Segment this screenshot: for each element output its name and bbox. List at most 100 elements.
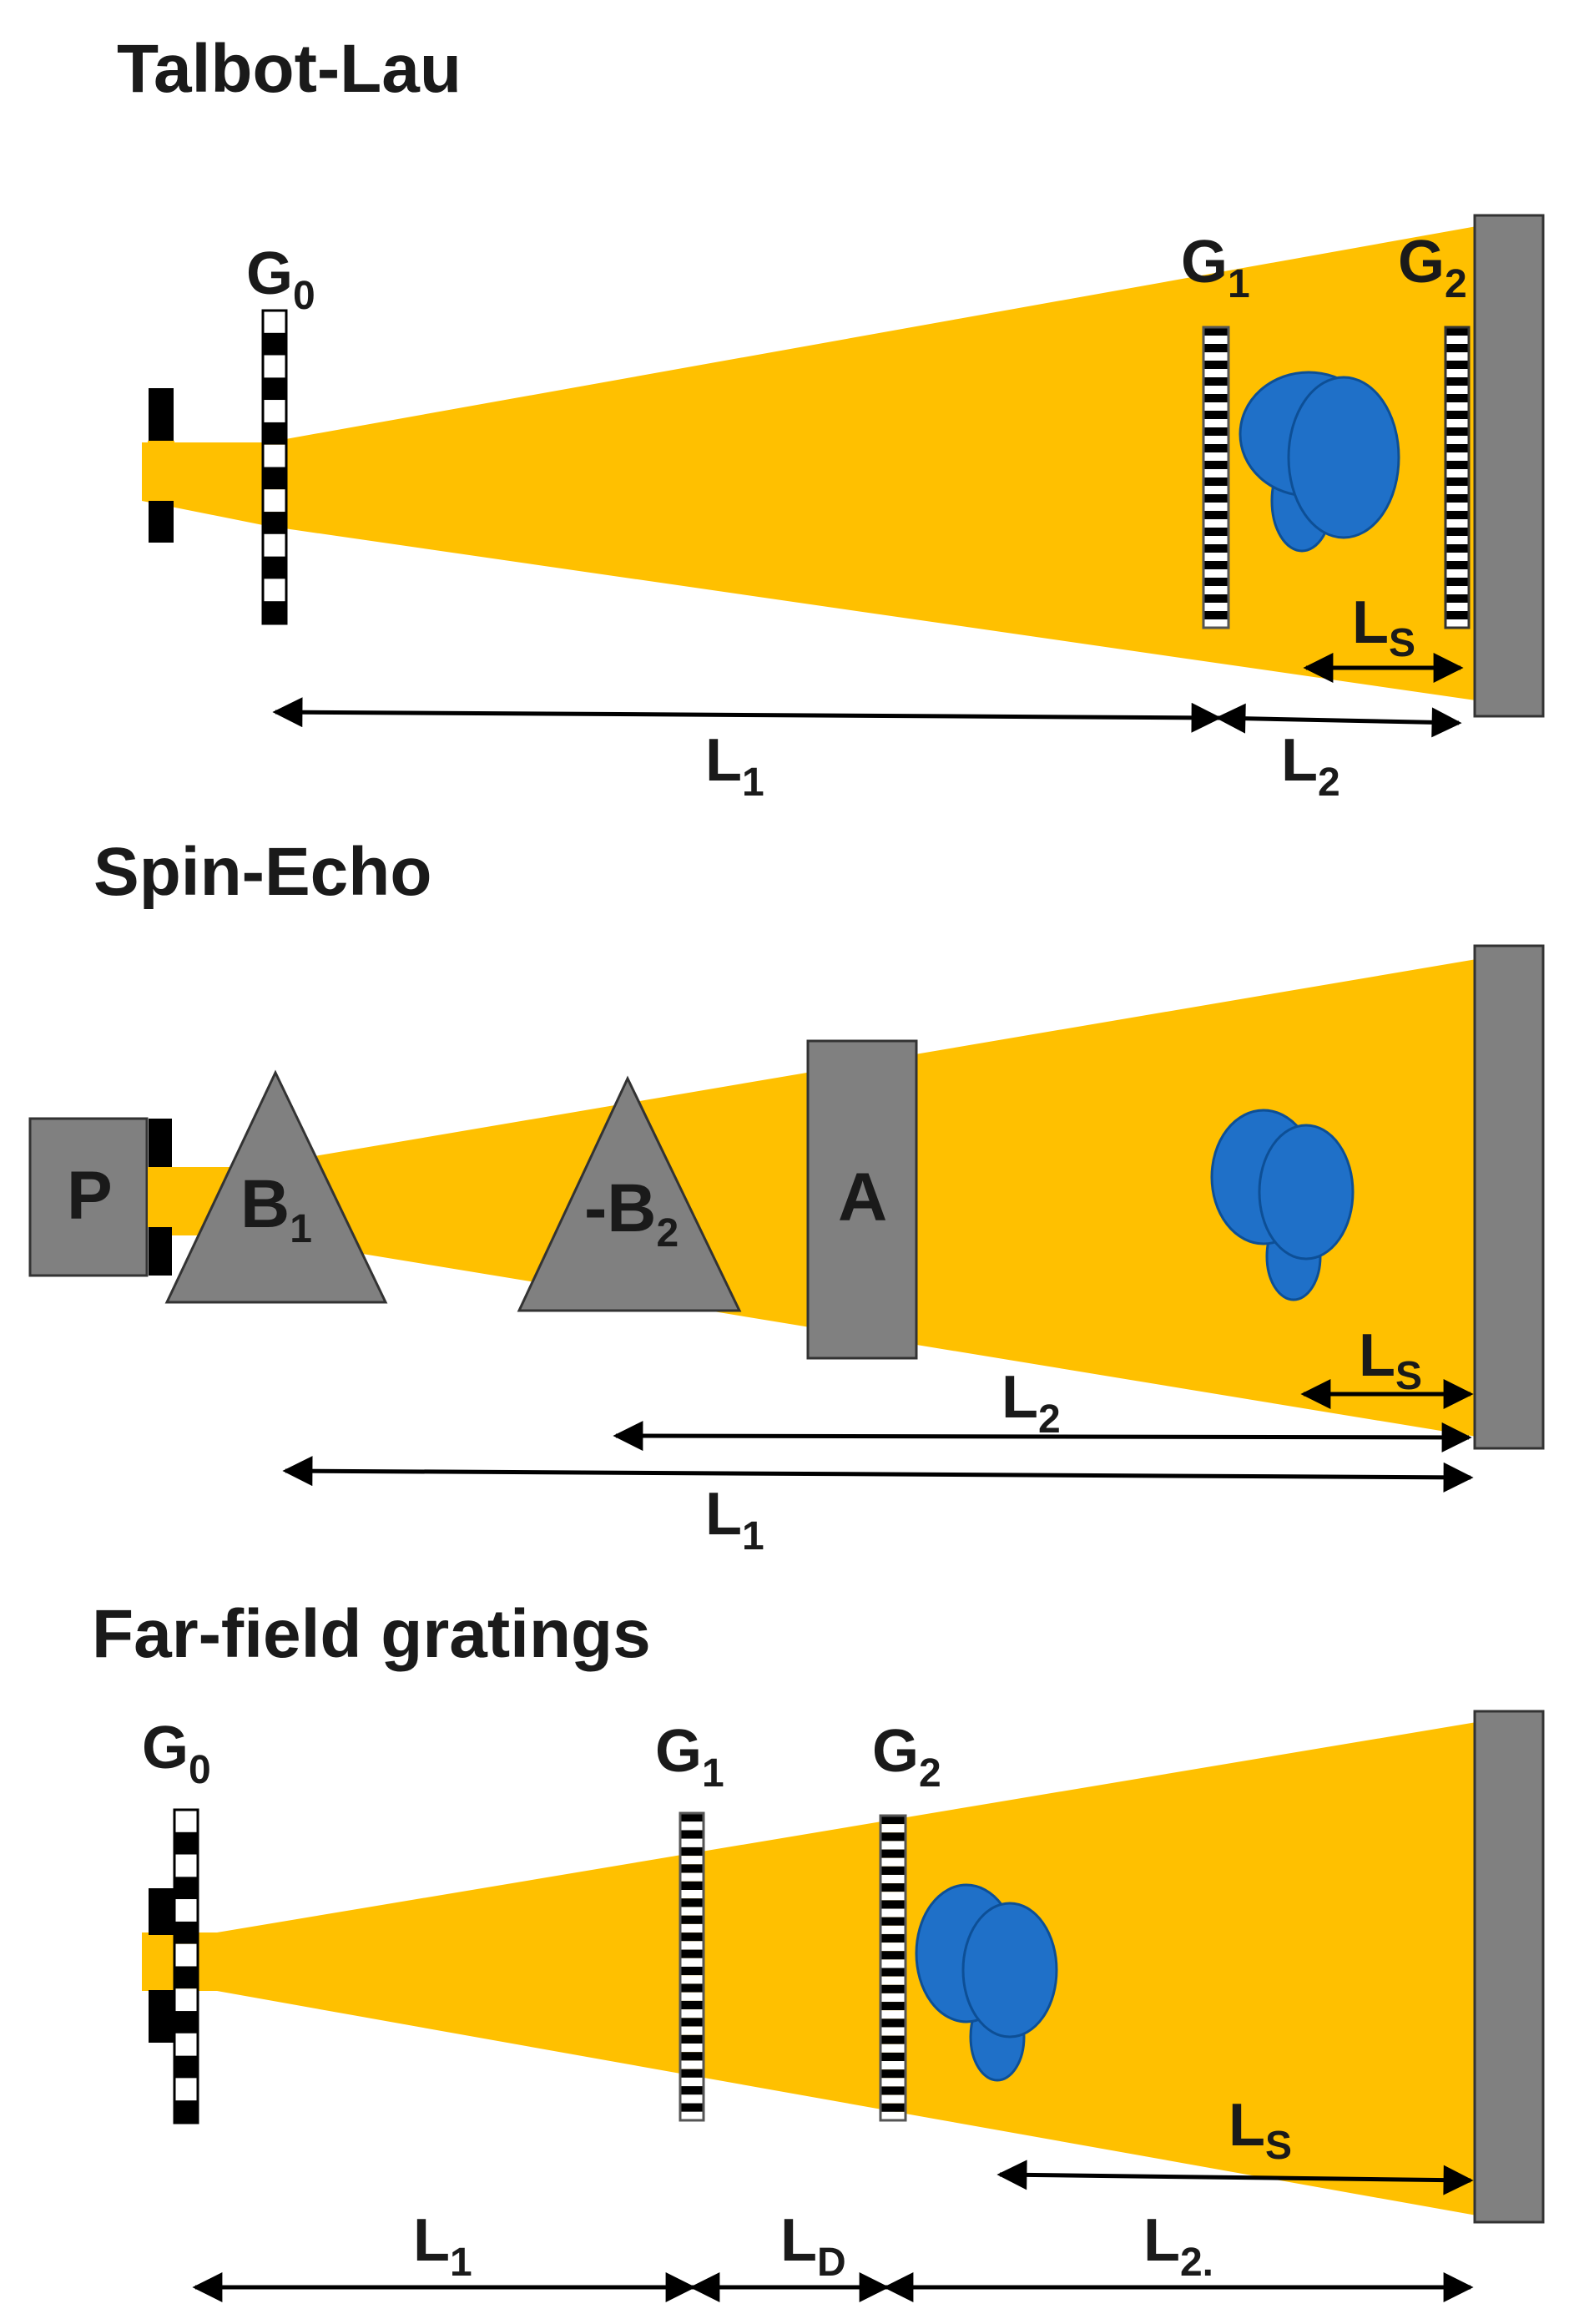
grating-bar — [263, 467, 286, 490]
grating-bar — [1445, 369, 1469, 377]
grating-bar — [680, 2000, 704, 2010]
grating-bar — [680, 2026, 704, 2035]
grating-bar — [1203, 536, 1228, 544]
grating-bar — [880, 2044, 906, 2053]
grating-bar — [680, 1881, 704, 1890]
grating-bar — [263, 422, 286, 445]
grating-bar — [174, 2033, 198, 2056]
grating-bar — [263, 400, 286, 422]
grating-bar — [1445, 352, 1469, 361]
grating-bar — [1445, 494, 1469, 503]
grating-bar — [1203, 444, 1228, 452]
grating-bar — [1445, 361, 1469, 369]
grating-bar — [263, 444, 286, 467]
grating-bar — [174, 1988, 198, 2012]
label-g0: G0 — [246, 240, 315, 318]
grating-bar — [680, 2086, 704, 2095]
grating-bar — [174, 1899, 198, 1922]
slit-opening — [148, 1935, 177, 1990]
grating-bar — [680, 1907, 704, 1916]
grating-bar — [1203, 611, 1228, 619]
label-ld: LD — [780, 2207, 846, 2285]
grating-bar — [680, 1941, 704, 1950]
grating-bar — [880, 1866, 906, 1875]
grating-bar — [263, 355, 286, 378]
grating-bar — [1203, 436, 1228, 444]
analyzer-box — [806, 1039, 918, 1360]
grating-bar — [880, 1968, 906, 1977]
grating-bar — [680, 2052, 704, 2061]
grating-bar — [880, 1874, 906, 1884]
grating-g2 — [1444, 326, 1471, 629]
grating-bar — [880, 1976, 906, 1985]
grating-bar — [680, 1967, 704, 1976]
grating-bar — [880, 2018, 906, 2028]
grating-bar — [880, 1883, 906, 1892]
grating-g2 — [879, 1814, 907, 2122]
grating-bar — [680, 1830, 704, 1839]
grating-bar — [1203, 386, 1228, 394]
grating-g1 — [679, 1811, 705, 2122]
grating-bar — [174, 1810, 198, 1832]
label-ls: LS — [1228, 2092, 1292, 2168]
grating-bar — [263, 489, 286, 513]
label-p: P — [67, 1158, 113, 1234]
grating-bar — [174, 1877, 198, 1900]
sample-object — [1239, 371, 1400, 553]
label-l2: L2 — [1281, 727, 1340, 805]
grating-bar — [1445, 503, 1469, 511]
grating-bar — [263, 332, 286, 356]
grating-bar — [680, 1958, 704, 1967]
grating-bar — [1203, 503, 1228, 511]
grating-g0 — [173, 1808, 199, 2124]
label-g1: G1 — [655, 1718, 724, 1796]
grating-bar — [174, 1966, 198, 1989]
grating-frame — [261, 309, 288, 625]
grating-frame — [1444, 326, 1471, 629]
label-l1: L1 — [705, 1481, 764, 1559]
grating-bar — [1203, 494, 1228, 503]
grating-bar — [1445, 603, 1469, 611]
ls-dimension-arrow — [996, 2160, 1474, 2195]
section-far-field: Far-field gratings G0 G1 G2 LS L1 LD L2. — [92, 1596, 1545, 2302]
grating-bar — [880, 1857, 906, 1867]
grating-bar — [1445, 469, 1469, 477]
l2-dimension-arrow — [1215, 703, 1462, 738]
grating-bar — [680, 1949, 704, 1958]
grating-bar — [680, 1856, 704, 1865]
prism-b1 — [164, 1069, 388, 1304]
grating-bar — [880, 2035, 906, 2044]
grating-bar — [1203, 486, 1228, 494]
grating-bar — [880, 2061, 906, 2070]
grating-bar — [1445, 519, 1469, 528]
grating-bar — [680, 1813, 704, 1822]
grating-bar — [1203, 477, 1228, 486]
grating-bar — [880, 1824, 906, 1833]
grating-bar — [1203, 578, 1228, 586]
grating-bar — [1445, 344, 1469, 352]
grating-bar — [1203, 402, 1228, 411]
grating-bar — [1445, 444, 1469, 452]
grating-bar — [680, 2103, 704, 2112]
grating-bar — [1203, 469, 1228, 477]
l1-dimension-arrow — [272, 697, 1222, 733]
grating-bar — [1445, 336, 1469, 344]
grating-bar — [1445, 561, 1469, 569]
grating-bar — [880, 2010, 906, 2019]
prism-b2 — [517, 1075, 742, 1312]
label-l1: L1 — [413, 2207, 472, 2285]
grating-bar — [174, 1831, 198, 1855]
grating-bar — [1203, 452, 1228, 461]
grating-bar — [1203, 427, 1228, 436]
detector — [1473, 214, 1545, 718]
grating-bar — [1203, 586, 1228, 594]
grating-bar — [880, 1849, 906, 1858]
grating-bar — [174, 1921, 198, 1944]
grating-bar — [680, 1992, 704, 2001]
grating-bar — [880, 2069, 906, 2079]
grating-bar — [880, 1933, 906, 1943]
grating-bar — [880, 1984, 906, 1993]
grating-bar — [1203, 327, 1228, 336]
grating-bar — [680, 2077, 704, 2087]
label-b2: -B2 — [584, 1170, 679, 1255]
